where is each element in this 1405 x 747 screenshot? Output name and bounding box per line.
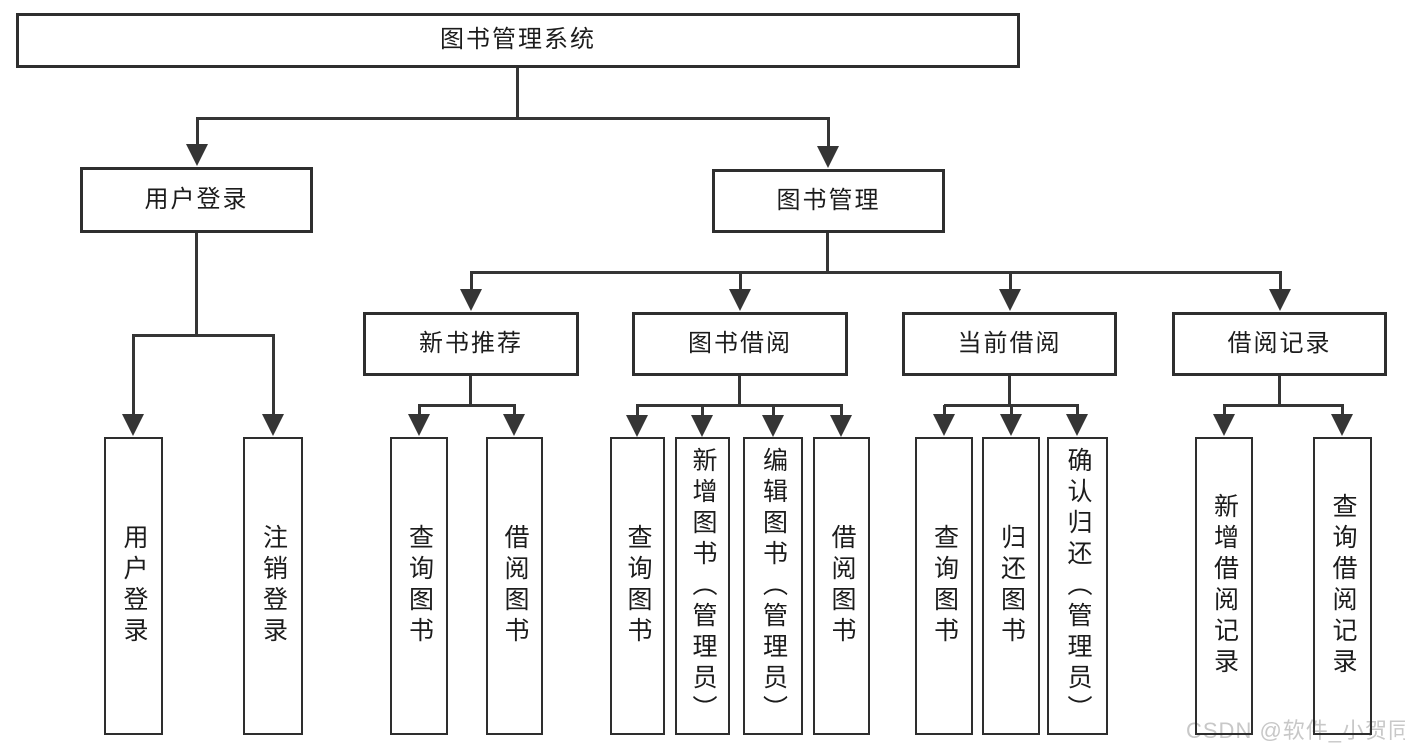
node-label: 编辑图书（管理员）	[759, 446, 788, 726]
connector-arrow-stem	[513, 405, 516, 418]
connector-arrow-stem	[943, 405, 946, 418]
connector-arrow-stem	[272, 335, 275, 418]
connector-arrow-stem	[739, 272, 742, 293]
connector-arrow-stem	[470, 272, 473, 293]
arrowhead-down-icon	[1000, 414, 1022, 436]
connector-arrow-stem	[1279, 272, 1282, 293]
connector-line	[469, 376, 472, 407]
node-label: 查询图书	[405, 524, 434, 648]
node-label: 查询借阅记录	[1329, 493, 1357, 679]
connector-arrow-stem	[827, 118, 830, 150]
node-leaf-query-record: 查询借阅记录	[1313, 437, 1372, 735]
node-leaf-query-book-1: 查询图书	[390, 437, 448, 735]
node-label: 当前借阅	[957, 329, 1062, 357]
connector-line	[132, 334, 275, 337]
arrowhead-down-icon	[262, 414, 284, 436]
node-leaf-add-record: 新增借阅记录	[1195, 437, 1253, 735]
arrowhead-down-icon	[408, 414, 430, 436]
node-current-borrow: 当前借阅	[902, 312, 1117, 376]
node-leaf-return-book: 归还图书	[982, 437, 1040, 735]
connector-arrow-stem	[196, 118, 199, 148]
node-label: 图书管理系统	[440, 26, 596, 54]
node-leaf-borrow-book-2: 借阅图书	[813, 437, 870, 735]
node-label: 注销登录	[259, 524, 288, 648]
node-label: 图书管理	[776, 186, 881, 214]
node-label: 用户登录	[144, 185, 249, 213]
node-label: 新增借阅记录	[1210, 493, 1239, 679]
connector-line	[195, 233, 198, 336]
connector-line	[826, 233, 829, 273]
arrowhead-down-icon	[933, 414, 955, 436]
connector-line	[418, 404, 516, 407]
node-new-book-recommend: 新书推荐	[363, 312, 579, 376]
connector-arrow-stem	[840, 405, 843, 419]
node-leaf-add-book: 新增图书（管理员）	[675, 437, 730, 735]
connector-line	[1008, 376, 1011, 407]
arrowhead-down-icon	[830, 415, 852, 437]
arrowhead-down-icon	[1213, 414, 1235, 436]
node-label: 查询图书	[624, 524, 652, 648]
node-leaf-query-book-3: 查询图书	[915, 437, 973, 735]
connector-arrow-stem	[132, 335, 135, 418]
node-label: 查询图书	[930, 524, 959, 648]
connector-arrow-stem	[418, 405, 421, 418]
node-root: 图书管理系统	[16, 13, 1020, 68]
node-label: 确认归还（管理员）	[1064, 446, 1092, 726]
node-label: 借阅记录	[1227, 329, 1332, 357]
connector-arrow-stem	[636, 405, 639, 419]
node-leaf-edit-book: 编辑图书（管理员）	[743, 437, 803, 735]
node-leaf-logout: 注销登录	[243, 437, 303, 735]
arrowhead-down-icon	[1269, 289, 1291, 311]
arrowhead-down-icon	[186, 144, 208, 166]
arrowhead-down-icon	[762, 415, 784, 437]
node-label: 用户登录	[120, 524, 148, 648]
node-leaf-borrow-book-1: 借阅图书	[486, 437, 543, 735]
arrowhead-down-icon	[817, 146, 839, 168]
connector-arrow-stem	[1010, 405, 1013, 418]
connector-arrow-stem	[772, 405, 775, 419]
node-leaf-query-book-2: 查询图书	[610, 437, 665, 735]
node-label: 新书推荐	[419, 329, 523, 357]
node-label: 借阅图书	[501, 524, 529, 648]
connector-arrow-stem	[1076, 405, 1079, 418]
connector-line	[738, 376, 741, 407]
arrowhead-down-icon	[691, 415, 713, 437]
connector-line	[636, 404, 843, 407]
connector-line	[470, 271, 1282, 274]
arrowhead-down-icon	[122, 414, 144, 436]
arrowhead-down-icon	[1331, 414, 1353, 436]
node-leaf-user-login: 用户登录	[104, 437, 163, 735]
node-user-login: 用户登录	[80, 167, 313, 233]
node-label: 归还图书	[997, 524, 1026, 648]
csdn-watermark: CSDN @软件_小贺同学	[1186, 718, 1405, 743]
connector-line	[516, 68, 519, 120]
node-book-borrow: 图书借阅	[632, 312, 848, 376]
arrowhead-down-icon	[460, 289, 482, 311]
connector-arrow-stem	[1341, 405, 1344, 418]
node-label: 新增图书（管理员）	[689, 446, 717, 726]
connector-arrow-stem	[1223, 405, 1226, 418]
connector-arrow-stem	[1009, 272, 1012, 293]
node-borrow-record: 借阅记录	[1172, 312, 1387, 376]
arrowhead-down-icon	[503, 414, 525, 436]
connector-line	[1223, 404, 1344, 407]
connector-line	[196, 117, 830, 120]
node-label: 借阅图书	[828, 524, 856, 648]
node-book-management: 图书管理	[712, 169, 945, 233]
connector-arrow-stem	[701, 405, 704, 419]
connector-line	[1278, 376, 1281, 407]
node-leaf-confirm-return: 确认归还（管理员）	[1047, 437, 1108, 735]
arrowhead-down-icon	[729, 289, 751, 311]
arrowhead-down-icon	[1066, 414, 1088, 436]
arrowhead-down-icon	[999, 289, 1021, 311]
node-label: 图书借阅	[688, 329, 792, 357]
arrowhead-down-icon	[626, 415, 648, 437]
